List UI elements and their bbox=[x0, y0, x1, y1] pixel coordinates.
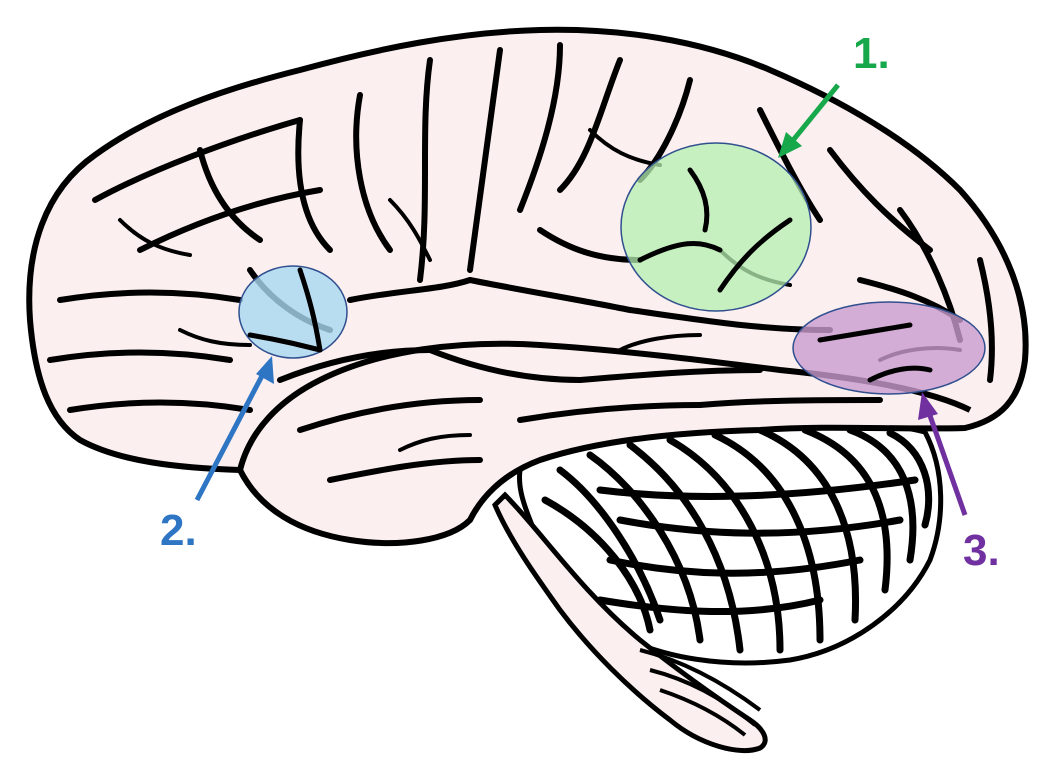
cerebrum bbox=[26, 26, 1029, 547]
region-sulci bbox=[247, 167, 933, 383]
brainstem-lines bbox=[639, 648, 762, 737]
region-2-highlight bbox=[238, 265, 348, 359]
cerebellum bbox=[517, 419, 944, 666]
arrow-3 bbox=[918, 392, 968, 516]
region-3-highlight bbox=[792, 301, 986, 395]
label-3: 3. bbox=[963, 526, 1000, 575]
arrow-1 bbox=[778, 83, 840, 158]
arrow-2 bbox=[194, 356, 274, 502]
label-1: 1. bbox=[853, 29, 890, 78]
region-1-highlight bbox=[620, 142, 812, 312]
label-2: 2. bbox=[160, 506, 197, 555]
